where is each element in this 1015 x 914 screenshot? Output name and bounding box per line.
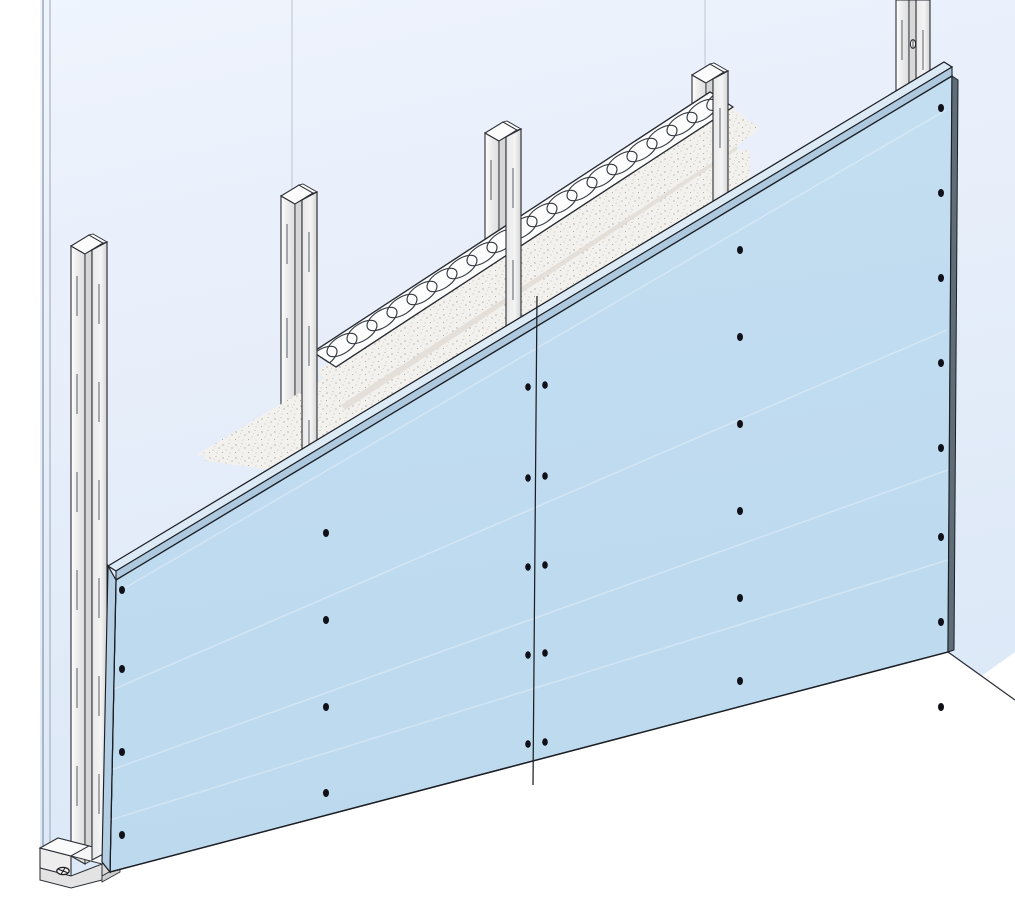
illustration-title: Metal stud partition wall with mineral w… [4, 4, 323, 14]
component-studs-label: C-profile metal studs [4, 28, 87, 38]
component-floor-label: Floor plane [4, 88, 49, 98]
wall-corner-lines [42, 0, 51, 872]
board-joint-line [532, 295, 538, 786]
component-background-label: Background wall plane [4, 100, 95, 110]
illustration-view: axonometric cutaway [4, 16, 89, 26]
insulation-assembly [318, 111, 737, 410]
screw-fixings [119, 104, 944, 839]
component-screws-label: Drywall screw fixings [4, 64, 88, 74]
component-track-label: U-profile floor track with anchor [4, 76, 129, 86]
board-bottom-edge [109, 651, 949, 873]
component-boards-label: Gypsum board cladding panels [4, 52, 129, 62]
gypsum-board-assembly [101, 61, 959, 874]
floor-plane [0, 651, 1015, 914]
track-anchor-screw [56, 866, 70, 876]
component-insulation-label: Mineral wool insulation infill [4, 40, 113, 50]
